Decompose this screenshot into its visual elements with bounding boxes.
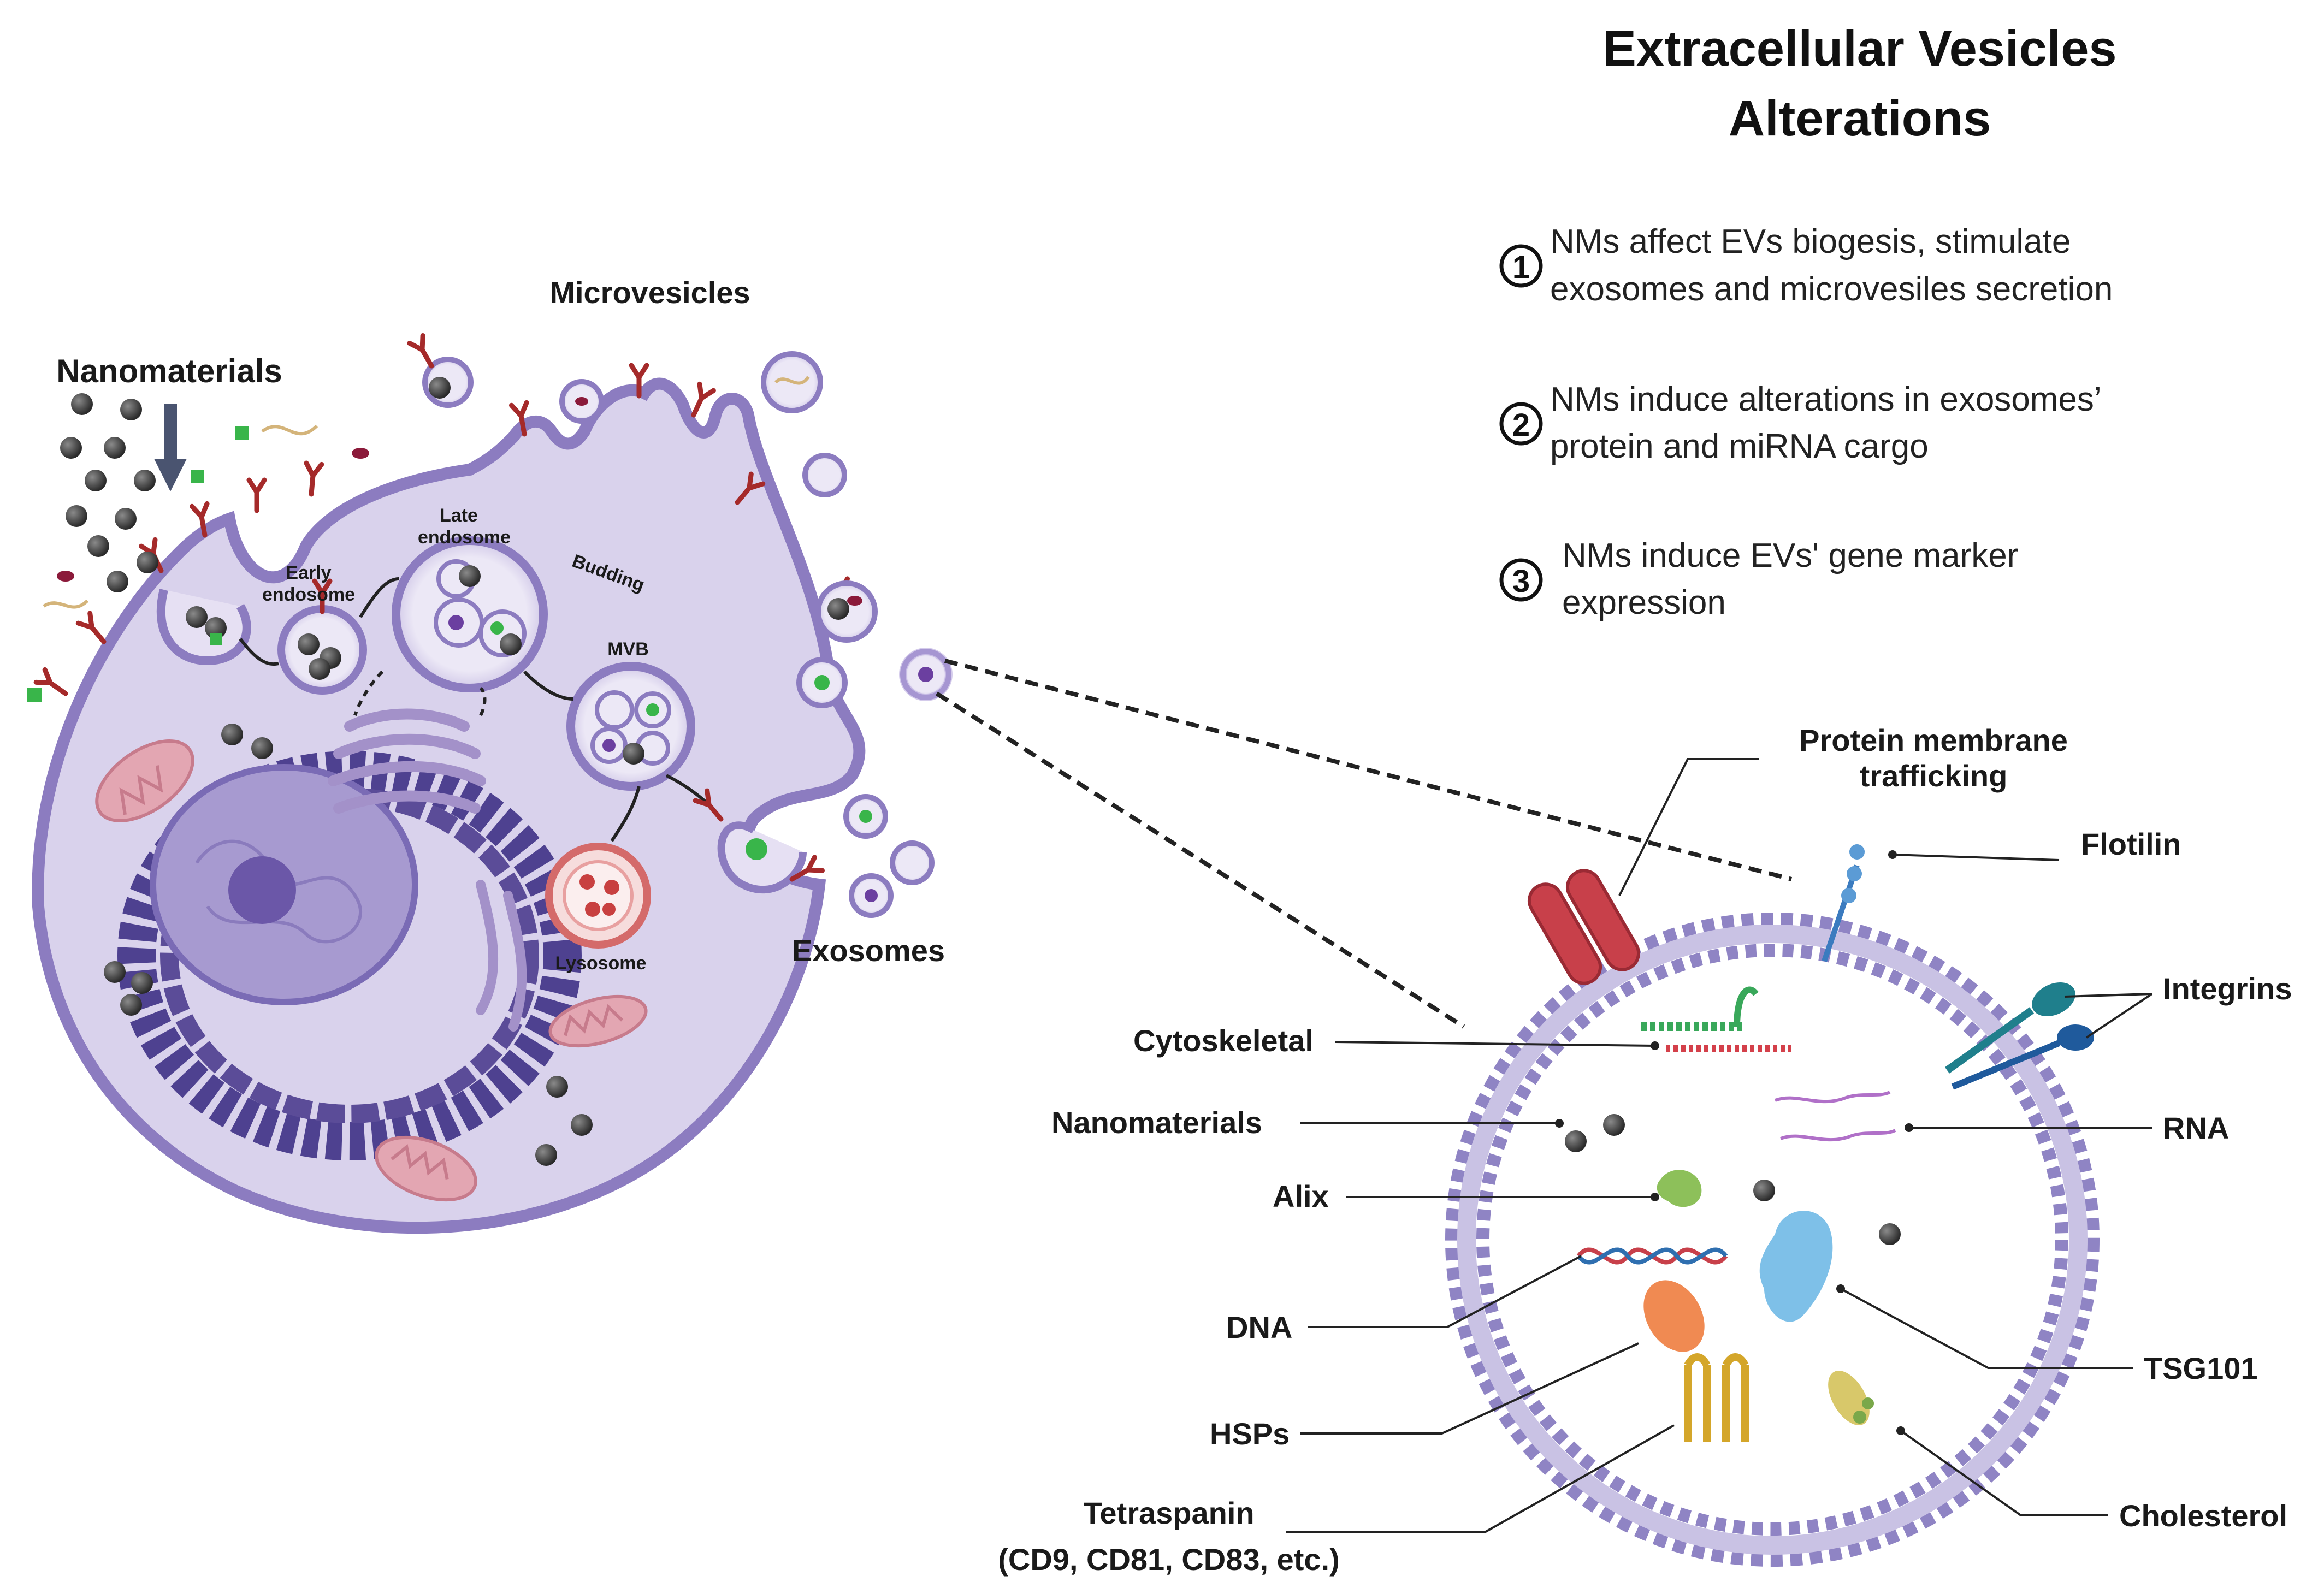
rna-strands xyxy=(1774,1091,1896,1142)
flotilin-label: Flotilin xyxy=(2081,827,2181,861)
integrins-label: Integrins xyxy=(2163,971,2292,1006)
cell-illustration xyxy=(27,365,866,1234)
tsg101-protein xyxy=(1759,1211,1833,1322)
effect-number: 1 xyxy=(1512,250,1530,285)
nucleus xyxy=(117,751,582,1160)
dna-label: DNA xyxy=(1226,1310,1292,1344)
early-endosome xyxy=(156,589,251,666)
exosome-annotations: Protein membrane trafficking Flotilin In… xyxy=(998,723,2292,1577)
mitochondrion xyxy=(548,994,648,1048)
early-endosome-label-2: endosome xyxy=(262,584,355,605)
microvesicle xyxy=(815,580,878,643)
alix-protein xyxy=(1657,1170,1702,1207)
multivesicular-body xyxy=(566,662,695,791)
tetraspanin-label-2: (CD9, CD81, CD83, etc.) xyxy=(998,1542,1340,1577)
effect-number: 2 xyxy=(1512,407,1530,443)
hsp-protein xyxy=(1643,1280,1705,1352)
microvesicle xyxy=(802,453,847,497)
effect-item-2: 2 NMs induce alterations in exosomes’ pr… xyxy=(1499,381,2102,465)
late-endosome-label-2: endosome xyxy=(418,527,511,548)
dna-helix xyxy=(1576,1247,1728,1265)
membrane-channel xyxy=(1528,869,1640,985)
effect-item-3: 3 NMs induce EVs' gene marker expression xyxy=(1499,537,2018,621)
effect-number: 3 xyxy=(1512,564,1530,599)
effect-text-line-2: protein and miRNA cargo xyxy=(1550,428,1929,465)
title-line-1: Extracellular Vesicles xyxy=(1602,21,2116,76)
number-badge-2 xyxy=(1499,402,1543,446)
flotilin xyxy=(1822,844,1865,962)
number-badge-1 xyxy=(1499,244,1543,288)
effect-text-line-2: expression xyxy=(1562,584,1726,621)
zoom-source-exosome xyxy=(899,648,953,701)
exocytosis-site xyxy=(717,821,807,894)
golgi-apparatus xyxy=(476,880,527,1032)
nanomaterials-exo-label: Nanomaterials xyxy=(1051,1105,1262,1140)
microvesicle xyxy=(410,336,474,408)
effect-text-line-2: exosomes and microvesiles secretion xyxy=(1550,270,2113,308)
exosome xyxy=(890,840,935,885)
number-badge-3 xyxy=(1499,558,1543,602)
alix-label: Alix xyxy=(1273,1179,1329,1213)
effect-text-line-1: NMs induce EVs' gene marker xyxy=(1562,537,2018,574)
rna-label: RNA xyxy=(2163,1111,2229,1145)
tetraspanin-label-1: Tetraspanin xyxy=(1083,1496,1254,1530)
cytoskeletal-label: Cytoskeletal xyxy=(1133,1023,1314,1058)
exosome xyxy=(843,794,888,839)
zoom-lines xyxy=(935,659,1792,1029)
hsps-label: HSPs xyxy=(1210,1417,1290,1451)
cytoskeletal-filaments xyxy=(1641,986,1791,1052)
microvesicle xyxy=(559,379,604,424)
early-endosome xyxy=(277,581,367,695)
title-line-2: Alterations xyxy=(1729,91,1991,146)
exosome-detail xyxy=(1445,844,2100,1567)
late-endosome-label-1: Late xyxy=(440,505,478,526)
exosome xyxy=(849,873,894,918)
mitochondrion xyxy=(375,1135,477,1202)
microvesicle xyxy=(761,351,823,413)
effect-item-1: 1 NMs affect EVs biogesis, stimulate exo… xyxy=(1499,223,2113,308)
title-block: Extracellular Vesicles Alterations xyxy=(1602,21,2116,146)
microvesicles-group xyxy=(410,336,878,708)
mvb-label: MVB xyxy=(607,639,649,660)
effect-text-line-1: NMs affect EVs biogesis, stimulate xyxy=(1550,223,2071,260)
cholesterol xyxy=(1828,1371,1874,1425)
lysosome-label: Lysosome xyxy=(555,953,647,974)
lysosome xyxy=(545,843,651,949)
protein-trafficking-label-2: trafficking xyxy=(1860,759,2008,793)
integrin xyxy=(1944,982,2094,1090)
exosomes-label: Exosomes xyxy=(792,933,945,968)
nanomaterials-label: Nanomaterials xyxy=(56,353,282,389)
effect-text-line-1: NMs induce alterations in exosomes’ xyxy=(1550,381,2102,418)
tsg101-label: TSG101 xyxy=(2144,1351,2258,1385)
cholesterol-label: Cholesterol xyxy=(2119,1498,2287,1533)
microvesicle xyxy=(796,657,848,708)
protein-trafficking-label-1: Protein membrane xyxy=(1799,723,2068,757)
microvesicles-label: Microvesicles xyxy=(549,275,750,310)
nucleolus xyxy=(228,856,296,924)
early-endosome-label-1: Early xyxy=(286,562,331,583)
late-endosome xyxy=(392,536,548,692)
released-exosomes xyxy=(843,649,951,918)
tetraspanin xyxy=(1684,1353,1749,1442)
entry-arrow xyxy=(154,404,187,491)
golgi-apparatus xyxy=(328,708,486,814)
mitochondrion xyxy=(95,739,194,822)
